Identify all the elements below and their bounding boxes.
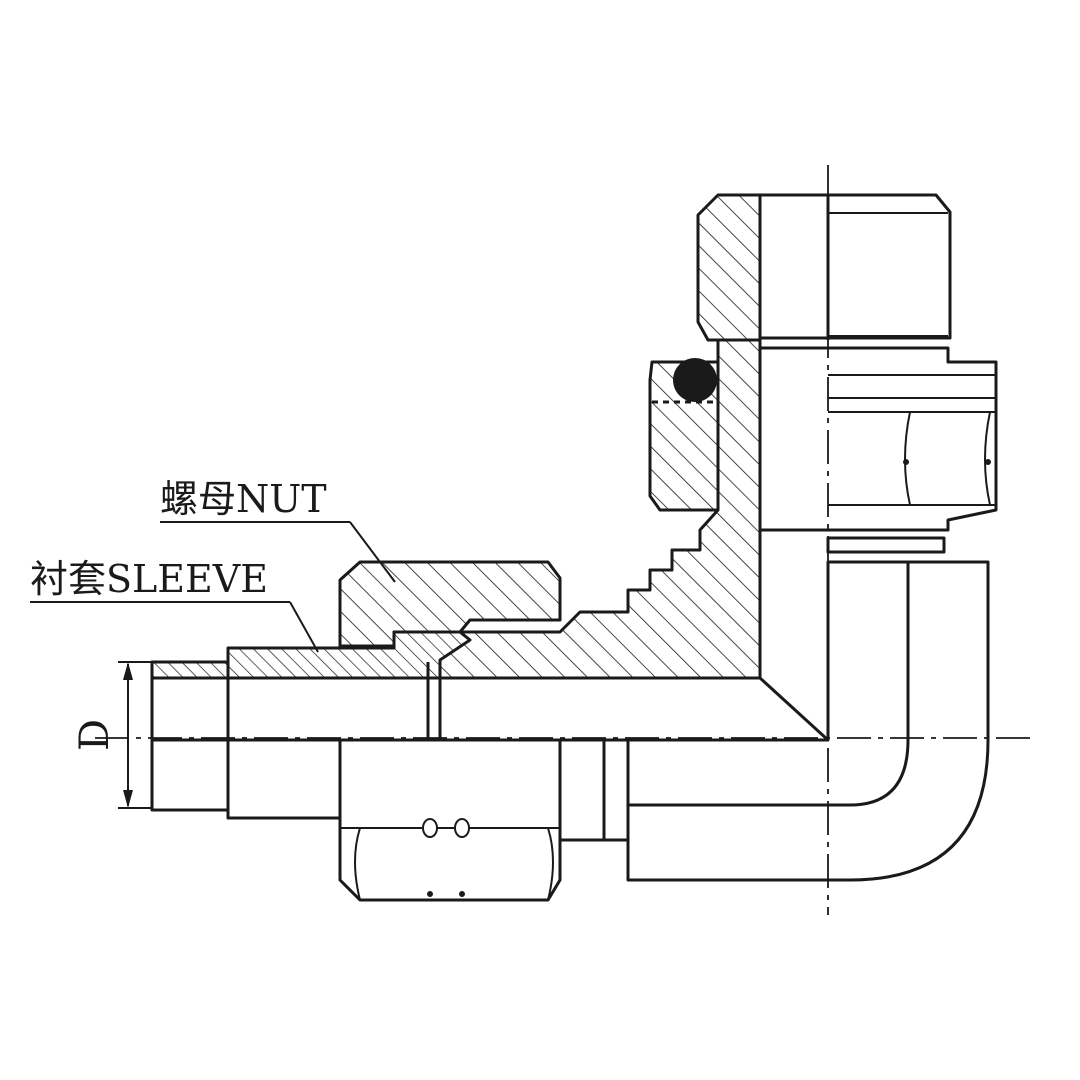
stud-thread-section <box>696 193 952 342</box>
sleeve-callout: 衬套SLEEVE <box>30 557 319 653</box>
dimension-d-label: D <box>72 719 118 751</box>
sleeve-label: 衬套SLEEVE <box>30 557 268 601</box>
nut-label: 螺母NUT <box>160 477 327 521</box>
tube-section <box>150 660 342 820</box>
seal-ring-section <box>648 358 720 512</box>
sleeve-section <box>226 630 472 742</box>
o-ring <box>673 358 717 402</box>
bore-outline <box>438 676 830 742</box>
dimension-d: D <box>72 661 152 809</box>
locknut-hex <box>758 346 998 554</box>
elbow-body-outline <box>626 560 990 882</box>
nut-callout: 螺母NUT <box>160 477 396 583</box>
